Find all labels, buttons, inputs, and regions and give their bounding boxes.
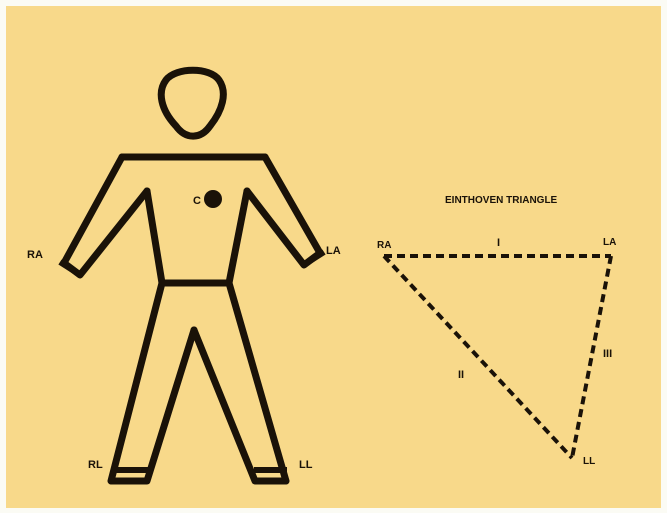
vertex-ll: LL	[583, 456, 595, 467]
triangle-title: EINTHOVEN TRIANGLE	[445, 195, 558, 206]
label-c: C	[193, 195, 201, 207]
lead-ii-label: II	[458, 369, 464, 381]
vertex-la: LA	[603, 237, 616, 248]
label-ra-figure: RA	[27, 249, 43, 261]
lead-iii-label: III	[603, 348, 612, 360]
vertex-ra: RA	[377, 240, 391, 251]
label-la-figure: LA	[326, 245, 341, 257]
lead-i-label: I	[497, 237, 500, 249]
label-ll-figure: LL	[299, 459, 313, 471]
label-rl-figure: RL	[88, 459, 103, 471]
chest-electrode	[204, 190, 222, 208]
background	[6, 6, 661, 508]
